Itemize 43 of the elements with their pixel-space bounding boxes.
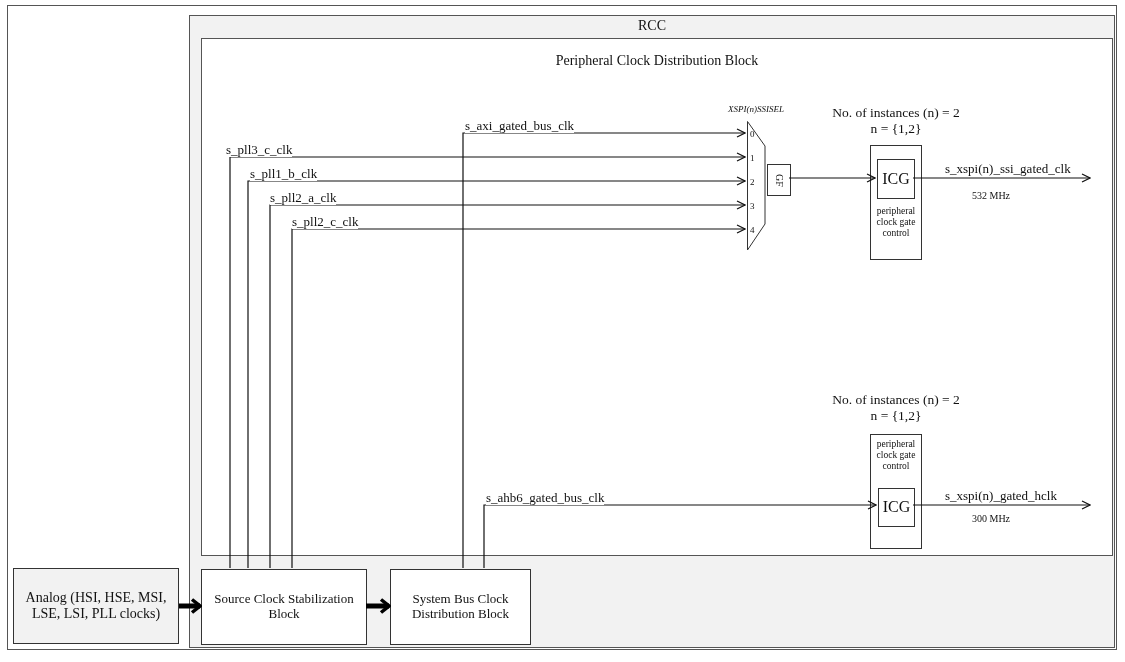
signal-arrow: [912, 173, 1091, 183]
input-number: 0: [750, 129, 755, 140]
block-label: Source Clock Stabilization Block: [213, 592, 355, 622]
panel-title: Peripheral Clock Distribution Block: [554, 53, 760, 70]
input-number: 1: [750, 153, 755, 164]
rotated-label: GF: [773, 173, 785, 187]
block-label: ICG: [881, 498, 912, 517]
panel-title: RCC: [637, 18, 667, 35]
icg-box: [877, 159, 915, 199]
signal-label: s_pll2_a_clk: [270, 191, 337, 206]
signal-label: s_xspi(n)_gated_hclk: [945, 489, 1057, 504]
glitch-filter-box: [767, 164, 791, 196]
signal-arrow: [483, 500, 877, 569]
input-number: 3: [750, 201, 755, 212]
signal-arrow: [462, 128, 746, 569]
signal-label: s_pll1_b_clk: [250, 167, 318, 182]
signal-label: s_xspi(n)_ssi_gated_clk: [945, 162, 1071, 177]
thick-arrow: [366, 597, 391, 615]
frequency-note: 300 MHz: [972, 513, 1011, 524]
distribution-panel: [201, 38, 1113, 556]
bus-distribution-block: [390, 569, 531, 645]
rcc-panel: [189, 15, 1115, 648]
icg-box: [878, 488, 915, 527]
gate-control-label: peripheral clock gate control: [875, 206, 917, 239]
block-label: ICG: [881, 169, 911, 189]
signal-label: s_pll2_c_clk: [292, 215, 359, 230]
input-number: 4: [750, 225, 755, 236]
instance-count-note: No. of instances (n) = 2 n = {1,2}: [831, 105, 961, 137]
signal-arrow: [912, 500, 1091, 510]
selector-label: XSPI(n)SSISEL: [727, 104, 785, 115]
gate-control-label: peripheral clock gate control: [875, 439, 917, 472]
stabilization-block: [201, 569, 367, 645]
block-label: Analog (HSI, HSE, MSI, LSE, LSI, PLL clocks): [24, 589, 168, 623]
frequency-note: 532 MHz: [972, 190, 1011, 201]
block-label: System Bus Clock Distribution Block: [410, 592, 511, 622]
signal-label: s_pll3_c_clk: [226, 143, 293, 158]
thick-arrow: [179, 597, 202, 615]
signal-label: s_axi_gated_bus_clk: [465, 119, 575, 134]
analog-box: [13, 568, 179, 644]
input-number: 2: [750, 177, 755, 188]
signal-arrow: [788, 173, 876, 183]
signal-label: s_ahb6_gated_bus_clk: [486, 491, 605, 506]
instance-count-note: No. of instances (n) = 2 n = {1,2}: [831, 392, 961, 424]
